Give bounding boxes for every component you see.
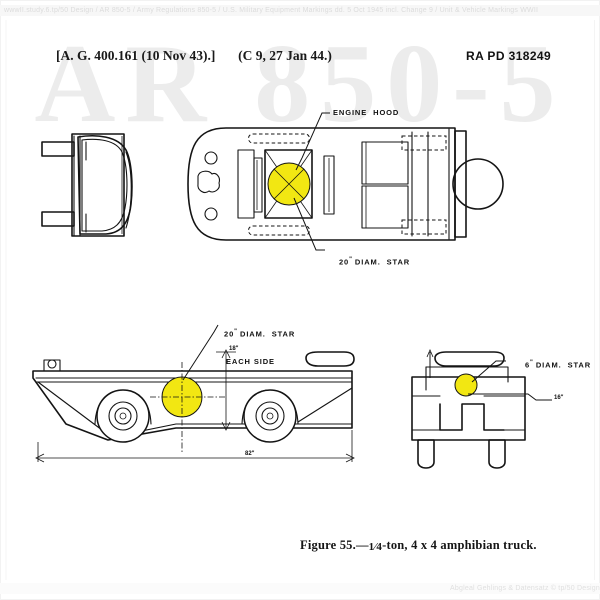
rear-star-size: 6 (524, 360, 531, 370)
bottom-source-strip: Abgleal Gehlings & Datensatz © tp/50 Des… (0, 583, 600, 594)
rear-wheel (243, 389, 297, 443)
rear-view-star (454, 373, 478, 397)
side-star-line1: 20" DIAM. STAR (224, 328, 295, 339)
figure-caption-text: -ton, 4 x 4 amphibian truck. (382, 538, 537, 552)
top-source-strip: wwwII.study.6.tp/50 Design / AR 850-5 / … (0, 5, 600, 16)
dim-star-height-label: 18" (229, 346, 239, 352)
rear-star-callout-label: 6" DIAM. STAR (513, 350, 591, 379)
side-star-callout-label: 20" DIAM. STAR EACH SIDE (224, 310, 295, 384)
plan-view-drawing (187, 112, 504, 251)
plan-star-size: 20 (338, 257, 350, 267)
figure-caption-fraction: 1⁄4 (368, 541, 383, 553)
side-star-text: DIAM. STAR (237, 329, 296, 339)
header-reference-line: [A. G. 400.161 (10 Nov 43).] (C 9, 27 Ja… (56, 48, 332, 64)
rear-star-text: DIAM. STAR (532, 360, 592, 370)
plan-star-unit: " (349, 257, 352, 263)
front-wheel (96, 389, 150, 443)
engine-hood-callout-label: ENGINE HOOD (333, 108, 400, 117)
plan-star-text: DIAM. STAR (351, 257, 411, 267)
side-star-line2: EACH SIDE (226, 356, 275, 366)
dim-rear-height-label: 16" (554, 395, 564, 401)
figure-caption-number: Figure 55. (300, 538, 356, 552)
plan-star-callout-label: 20" DIAM. STAR (327, 247, 410, 276)
rear-star-unit: " (530, 360, 533, 366)
side-view-drawing (32, 324, 355, 463)
rear-view-drawing (411, 348, 552, 469)
side-star-size: 20 (224, 329, 235, 339)
fraction-denominator: 4 (376, 541, 383, 553)
front-view-drawing (41, 133, 133, 237)
header-reference-right: (C 9, 27 Jan 44.) (238, 48, 332, 63)
dim-overall-length-label: 82" (245, 451, 255, 457)
fraction-numerator: 1 (368, 541, 375, 553)
header-reference-left: [A. G. 400.161 (10 Nov 43).] (56, 48, 216, 63)
figure-caption: Figure 55.—1⁄4-ton, 4 x 4 amphibian truc… (300, 538, 537, 553)
figure-caption-dash: — (355, 538, 369, 552)
ra-pd-number: RA PD 318249 (466, 49, 552, 63)
side-star-unit: " (234, 329, 238, 335)
